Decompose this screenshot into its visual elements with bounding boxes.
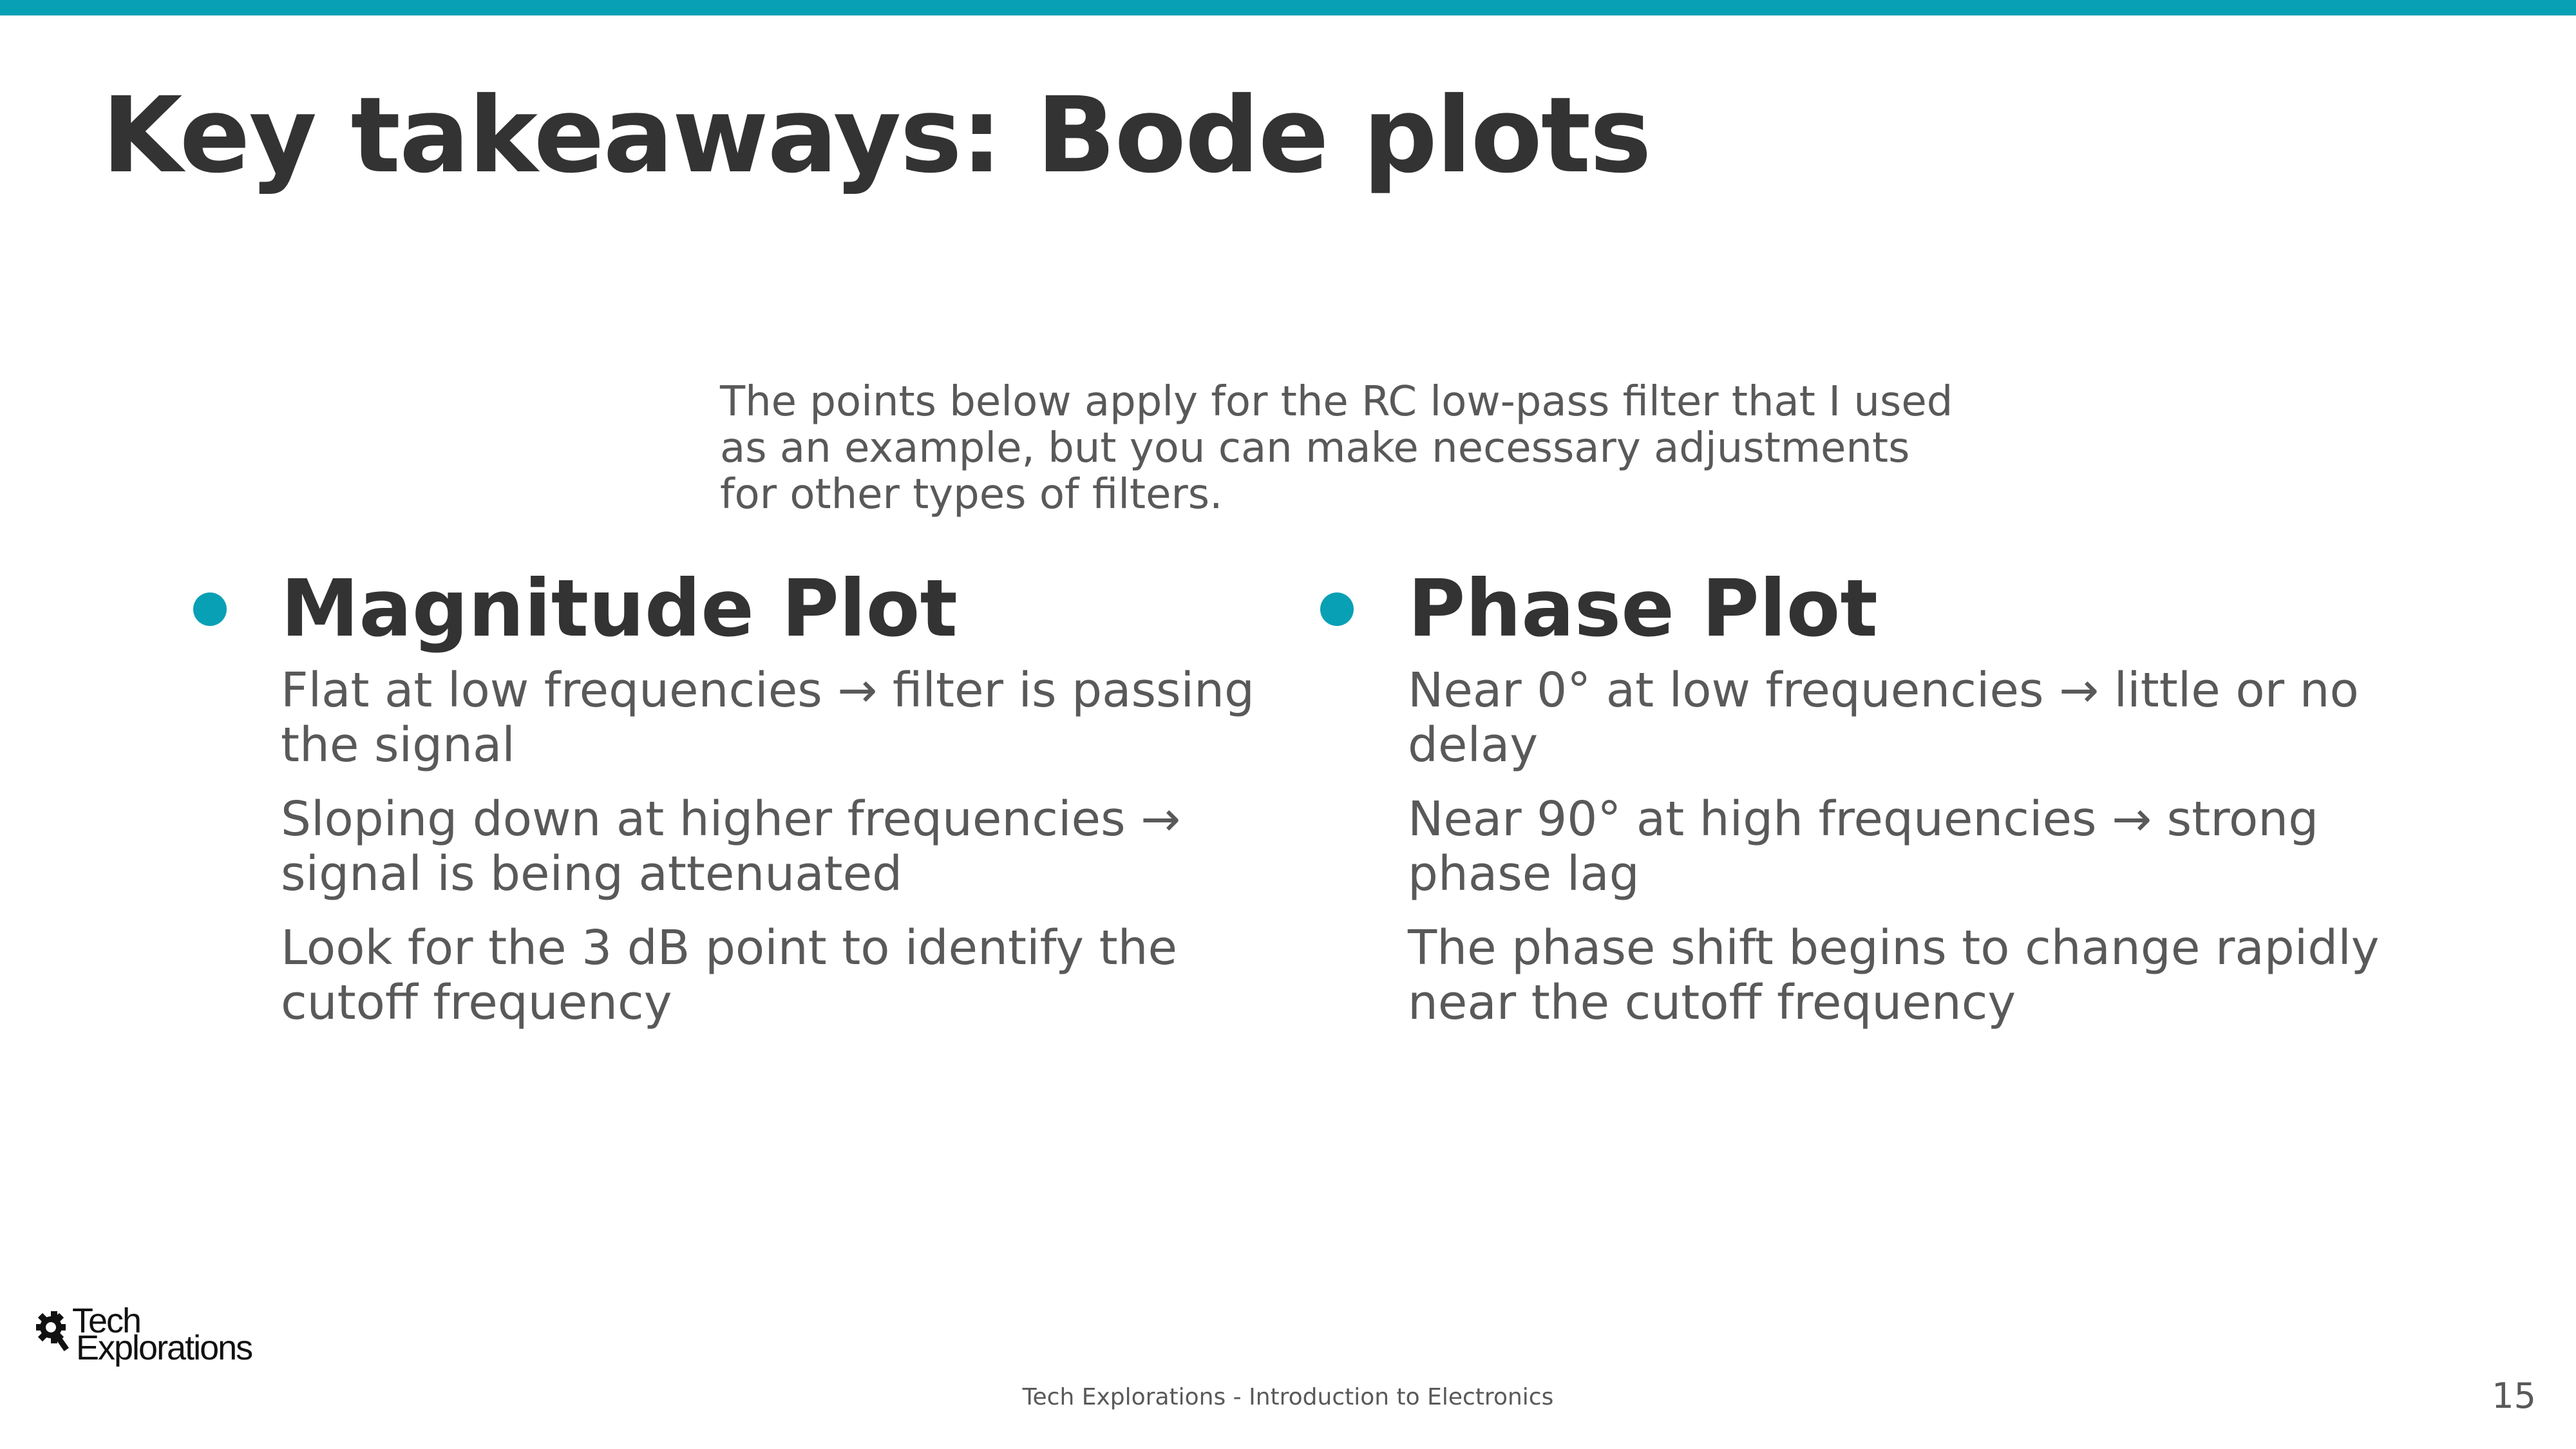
magnitude-plot-points: Flat at low frequencies → filter is pass… bbox=[281, 663, 1285, 1050]
list-item: Sloping down at higher frequencies → sig… bbox=[281, 791, 1181, 902]
list-item: Flat at low frequencies → filter is pass… bbox=[281, 663, 1255, 773]
footer-text: Tech Explorations - Introduction to Elec… bbox=[1022, 1384, 1554, 1410]
list-item: The phase shift begins to change rapidly… bbox=[1408, 920, 2380, 1030]
list-item: Near 0° at low frequencies → little or n… bbox=[1408, 663, 2359, 773]
gear-magnifier-icon bbox=[36, 1311, 69, 1351]
slide-title: Key takeaways: Bode plots bbox=[102, 75, 1652, 196]
page-number: 15 bbox=[2492, 1376, 2536, 1416]
accent-top-bar bbox=[0, 0, 2576, 15]
intro-text: The points below apply for the RC low-pa… bbox=[720, 378, 1953, 518]
bullet-dot bbox=[193, 592, 227, 626]
phase-plot-points: Near 0° at low frequencies → little or n… bbox=[1408, 663, 2412, 1050]
list-item: Near 90° at high frequencies → strong ph… bbox=[1408, 791, 2319, 902]
logo-line-1: Tech bbox=[72, 1302, 142, 1340]
phase-plot-heading: Phase Plot bbox=[1408, 563, 1878, 654]
list-item: Look for the 3 dB point to identify the … bbox=[281, 920, 1178, 1030]
tech-explorations-logo: Tech Explorations bbox=[33, 1302, 253, 1372]
logo-wordmark: Tech Explorations bbox=[72, 1302, 253, 1367]
bullet-dot bbox=[1320, 592, 1354, 626]
magnitude-plot-heading: Magnitude Plot bbox=[281, 563, 958, 654]
logo-line-2: Explorations bbox=[76, 1329, 253, 1367]
